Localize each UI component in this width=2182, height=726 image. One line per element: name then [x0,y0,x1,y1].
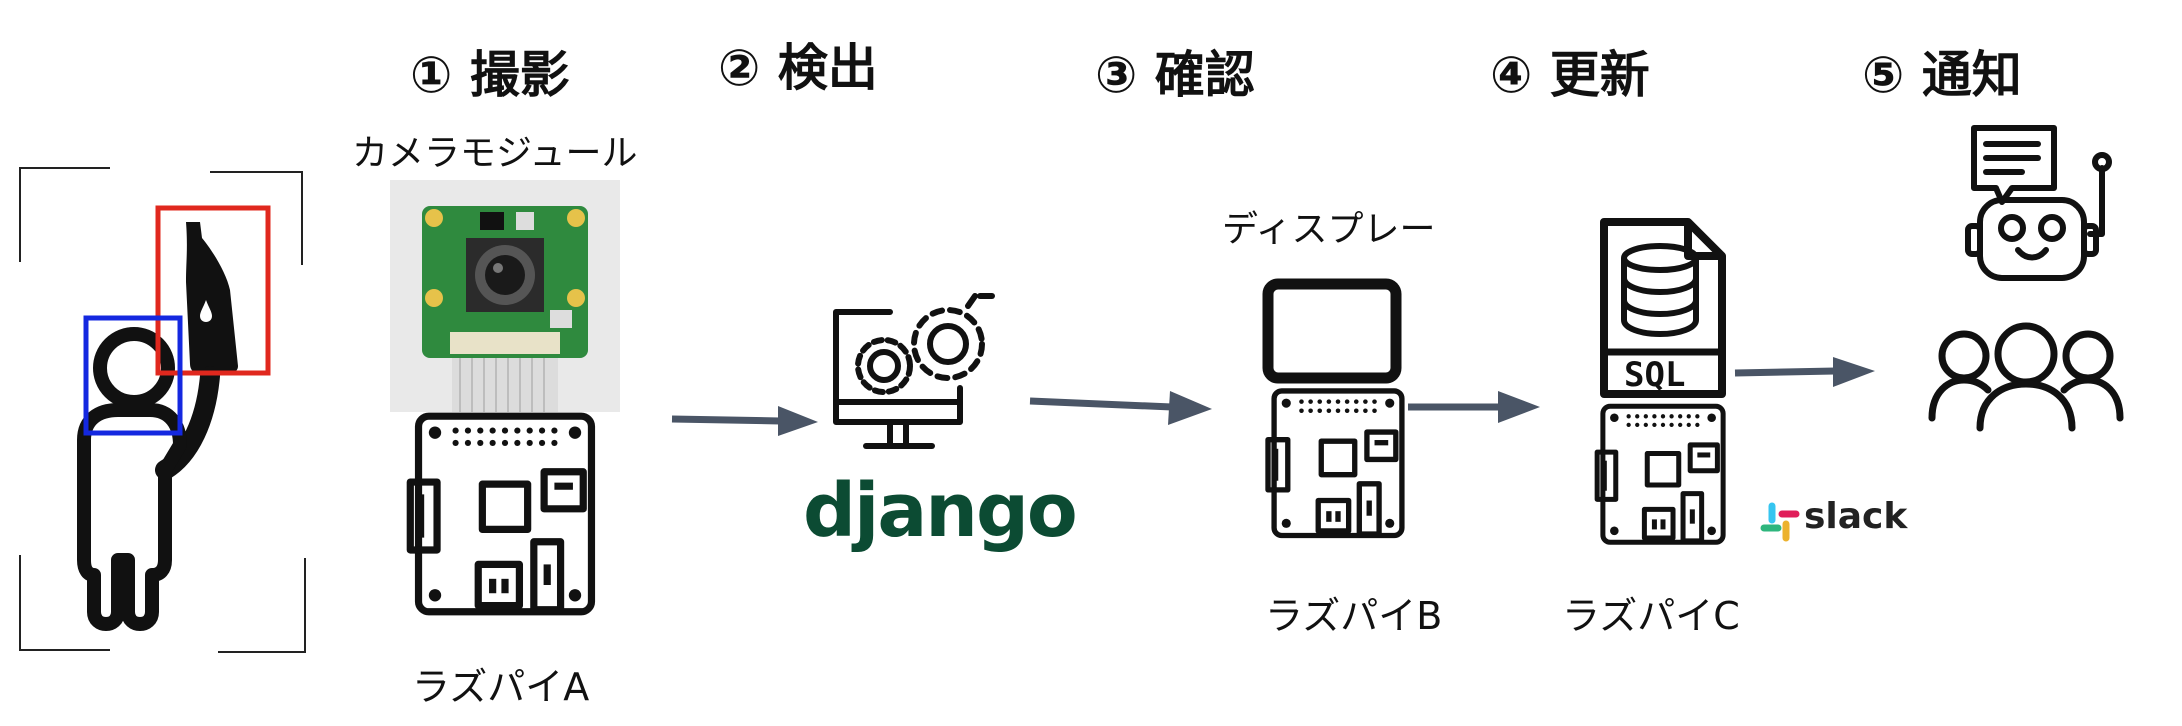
chatbot-icon [1965,125,2112,281]
raspberry-pi-c-icon [1597,402,1729,548]
monitor-gears-icon [833,293,995,449]
arrow-2 [1029,391,1212,425]
display-icon [1262,278,1402,384]
pi-c-label: ラズパイC [1562,594,1740,638]
camera-module-label: カメラモジュール [352,133,638,174]
slack-icon [1760,502,1800,542]
display-label: ディスプレー [1222,209,1436,250]
arrow-3 [1408,391,1540,423]
pi-b-label: ラズパイB [1265,594,1443,638]
person-detection-illustration [19,167,306,653]
sql-label: SQL [1624,355,1686,395]
step-update-heading: ④ 更新 [1490,46,1650,104]
arrow-4 [1734,357,1875,387]
step-confirm-heading: ③ 確認 [1095,46,1255,104]
raspberry-pi-b-icon [1268,385,1408,543]
camera-module-image [390,180,620,412]
raspberry-pi-a-icon [405,410,605,620]
person-detection-box [83,315,183,436]
step-notify-heading: ⑤ 通知 [1862,46,2022,104]
pi-a-label: ラズパイA [412,665,590,709]
django-logo: django [803,468,1078,554]
users-group-icon [1928,322,2124,432]
slack-wordmark: slack [1804,496,1908,537]
step-detect-heading: ② 検出 [718,39,878,97]
person-icon [77,327,187,631]
bottle-detection-box [155,205,271,376]
viewfinder-corners [19,167,306,653]
arrow-1 [671,406,818,436]
sql-database-icon [1600,218,1726,398]
bottle-icon [186,222,238,374]
step-capture-heading: ① 撮影 [410,46,570,104]
